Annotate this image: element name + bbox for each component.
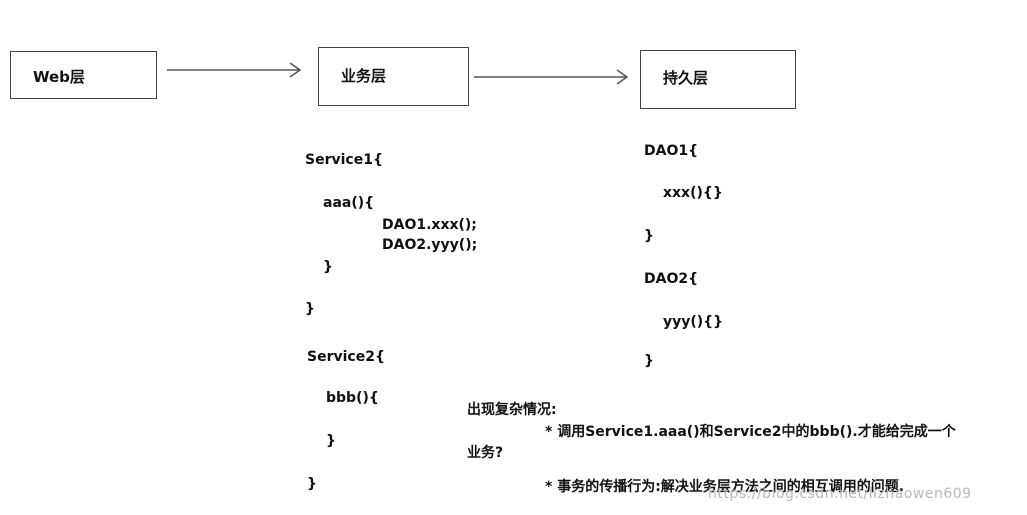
dao2-close: } [644, 353, 654, 369]
dao2-method: yyy(){} [663, 314, 724, 330]
service1-close: } [305, 301, 315, 317]
business-layer-label: 业务层 [341, 67, 387, 85]
notes-point1-continued: 业务? [467, 445, 504, 461]
service2-open: Service2{ [307, 349, 385, 365]
service1-open: Service1{ [305, 152, 383, 168]
persistence-layer-label: 持久层 [663, 69, 709, 87]
service1-method: aaa(){ [323, 195, 375, 211]
persistence-layer-box: 持久层 [640, 50, 796, 109]
web-layer-label: Web层 [33, 68, 85, 86]
watermark: https://blog.csdn.net/lizhaowen609 [708, 486, 972, 502]
notes-point2: * 事务的传播行为:解决业务层方法之间的相互调用的问题. [545, 479, 905, 495]
dao1-close: } [644, 228, 654, 244]
web-layer-box: Web层 [10, 51, 157, 99]
notes-point1: * 调用Service1.aaa()和Service2中的bbb().才能给完成… [545, 424, 956, 440]
web-to-business-arrow [167, 62, 302, 78]
notes-heading: 出现复杂情况: [467, 402, 557, 418]
service1-call-dao1: DAO1.xxx(); [382, 217, 477, 233]
dao1-open: DAO1{ [644, 143, 699, 159]
service1-method-close: } [323, 259, 333, 275]
service2-close: } [307, 476, 317, 492]
service1-call-dao2: DAO2.yyy(); [382, 237, 478, 253]
dao2-open: DAO2{ [644, 271, 699, 287]
business-layer-box: 业务层 [318, 47, 469, 106]
dao1-method: xxx(){} [663, 185, 723, 201]
business-to-persistence-arrow [474, 69, 629, 85]
service2-method-close: } [326, 433, 336, 449]
service2-method: bbb(){ [326, 390, 379, 406]
